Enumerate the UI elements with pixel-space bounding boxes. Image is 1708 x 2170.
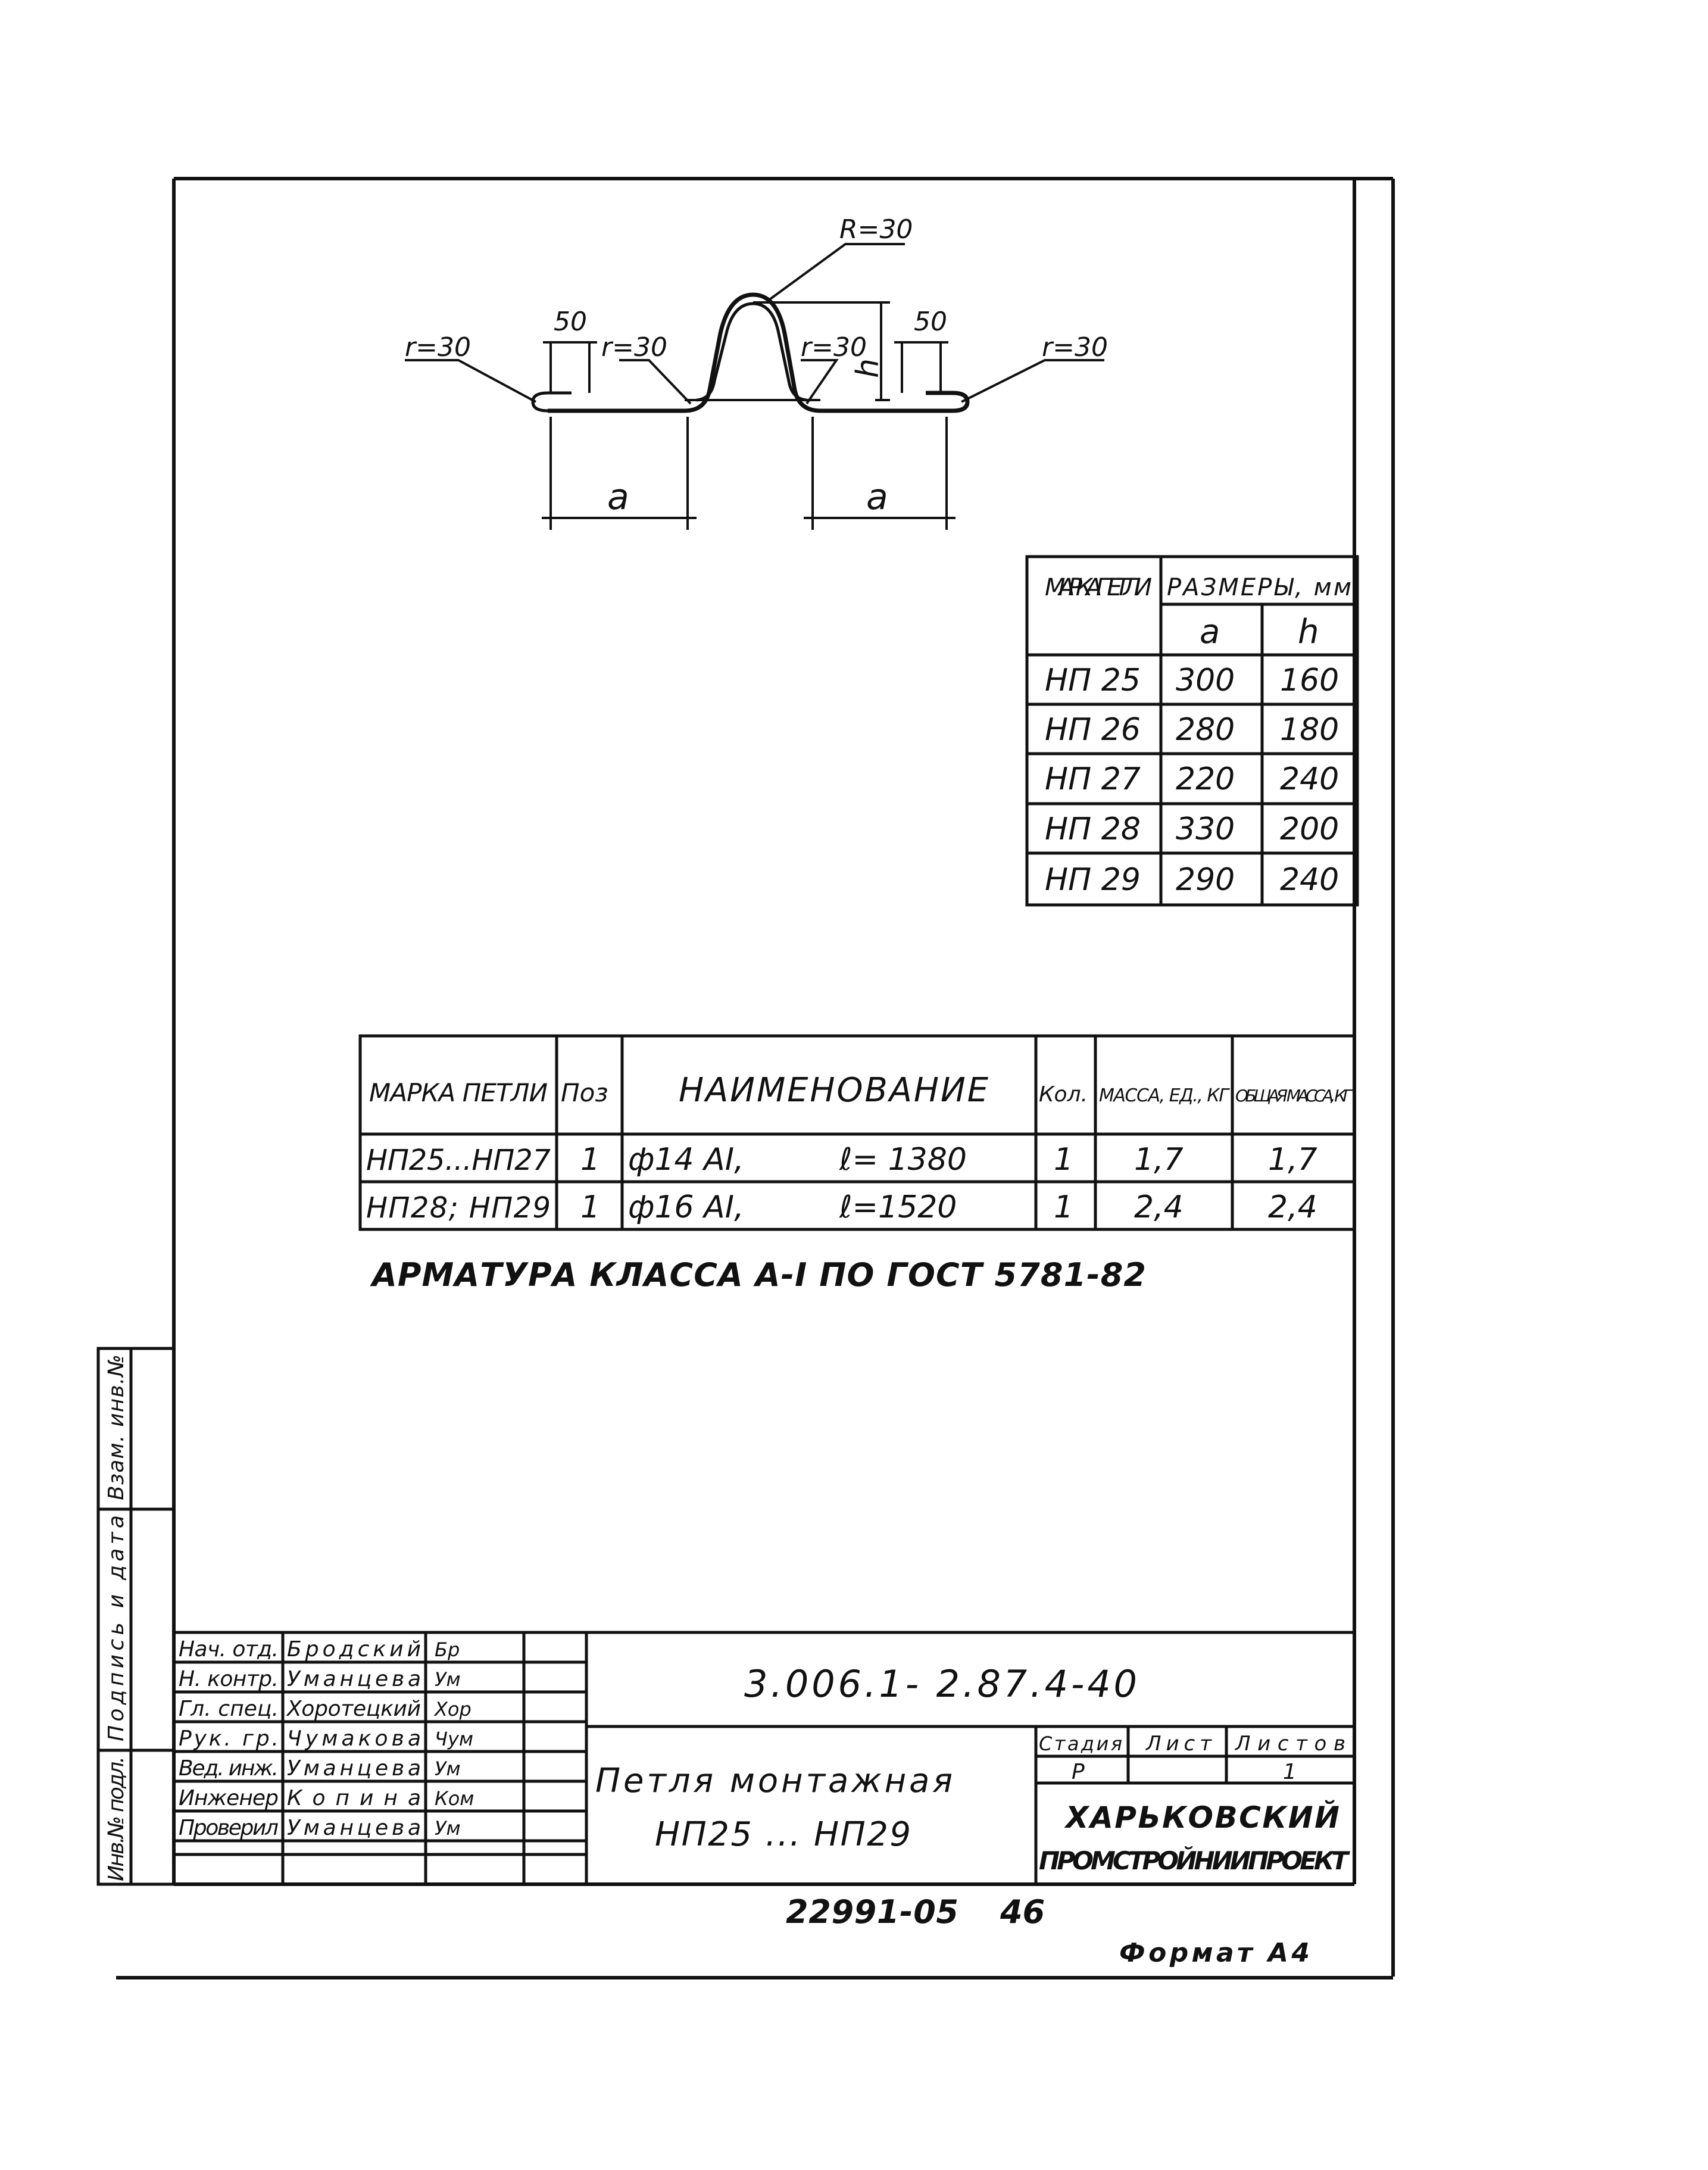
spec-header-mass-unit: МАССА, ЕД., КГ (1099, 1085, 1230, 1106)
side-stamp-vzam: Взам. инв.№ (104, 1354, 129, 1500)
spec-header-mark: МАРКА ПЕТЛИ (369, 1078, 548, 1107)
tb-title-line1: Петля монтажная (595, 1762, 953, 1800)
size-row-h: 160 (1280, 663, 1339, 698)
tb-name: Копина (287, 1786, 421, 1810)
size-row-h: 240 (1280, 862, 1339, 898)
tb-stage: Р (1072, 1760, 1085, 1784)
loop-bar-outer (548, 292, 970, 413)
size-table-col-h: h (1298, 613, 1319, 651)
tb-signature: Бр (435, 1638, 460, 1661)
loop-drawing (405, 243, 1104, 530)
label-r-inner-right: r=30 (801, 332, 867, 363)
size-table-col-a: a (1200, 613, 1220, 651)
side-stamp-podpis: Подпись и дата (104, 1515, 129, 1741)
spec-row-mark: НП28; НП29 (366, 1191, 551, 1225)
spec-row-pos: 1 (580, 1142, 600, 1178)
title-block (174, 1631, 1354, 1884)
tb-name: Уманцева (287, 1667, 421, 1691)
footer-page: 46 (1000, 1893, 1045, 1931)
tb-role: Проверил (179, 1816, 279, 1840)
tb-role: Н. контр. (179, 1667, 279, 1691)
tb-name: Уманцева (287, 1756, 421, 1781)
tb-role: Вед. инж. (179, 1756, 279, 1781)
spec-row-mass-total: 1,7 (1268, 1142, 1317, 1178)
tb-signature: Ком (435, 1787, 474, 1810)
spec-row-name: ф14 АI, (628, 1142, 744, 1178)
label-50-left: 50 (554, 307, 587, 337)
tb-role: Нач. отд. (179, 1637, 279, 1662)
footer-format: Формат А4 (1119, 1938, 1310, 1968)
rebar-note: АРМАТУРА КЛАССА А-I ПО ГОСТ 5781-82 (370, 1256, 1146, 1294)
tb-sheet-label: Лист (1145, 1732, 1212, 1756)
spec-row-mass-unit: 1,7 (1134, 1142, 1184, 1178)
spec-row-length: ℓ= 1380 (839, 1142, 967, 1178)
tb-role: Гл. спец. (179, 1697, 279, 1721)
spec-table (358, 1034, 1356, 1231)
tb-name: Чумакова (287, 1726, 421, 1751)
tb-signature: Ум (435, 1668, 461, 1691)
tb-signature: Ум (435, 1817, 461, 1840)
spec-header-name: НАИМЕНОВАНИЕ (679, 1071, 989, 1110)
label-r-inner-left: r=30 (601, 332, 667, 363)
spec-row-mass-unit: 2,4 (1134, 1189, 1184, 1225)
label-r-top: R=30 (839, 214, 913, 245)
size-row-a: 220 (1176, 761, 1235, 797)
size-row-a: 300 (1176, 663, 1235, 698)
tb-signature: Хор (433, 1698, 472, 1721)
label-a-left: a (607, 476, 629, 518)
size-row-a: 280 (1176, 712, 1235, 748)
tb-sheets: 1 (1283, 1760, 1297, 1784)
spec-row-length: ℓ=1520 (839, 1189, 957, 1225)
footer-number: 22991-05 (786, 1893, 958, 1931)
side-stamp-inv-podl: Инв.№ подл. (104, 1756, 129, 1881)
size-row-mark: НП 27 (1045, 761, 1141, 797)
size-row-mark: НП 29 (1045, 862, 1141, 898)
tb-name: Уманцева (287, 1816, 421, 1840)
tb-role: Рук. гр. (179, 1726, 279, 1751)
size-row-mark: НП 28 (1045, 811, 1141, 847)
spec-row-mark: НП25...НП27 (366, 1144, 551, 1177)
tb-org-line1: ХАРЬКОВСКИЙ (1064, 1800, 1339, 1835)
size-table-header-sizes: РАЗМЕРЫ, мм (1167, 574, 1351, 601)
tb-sheets-label: Листов (1234, 1732, 1345, 1756)
size-row-h: 200 (1280, 811, 1339, 847)
tb-name: Бродский (287, 1637, 421, 1662)
label-r-left: r=30 (405, 332, 471, 363)
spec-row-qty: 1 (1054, 1142, 1073, 1178)
tb-name: Хоротецкий (286, 1697, 421, 1721)
tb-signature: Ум (435, 1757, 461, 1780)
size-row-mark: НП 25 (1045, 663, 1141, 698)
spec-row-pos: 1 (580, 1189, 600, 1225)
size-table (1025, 555, 1359, 907)
size-table-header-mark: МАРКА ПЕТЛИ (1045, 574, 1152, 601)
spec-header-mass-total: ОБЩАЯ МАССА, КГ (1235, 1086, 1353, 1106)
tb-stage-label: Стадия (1039, 1732, 1122, 1755)
label-h: h (850, 358, 886, 378)
label-r-right: r=30 (1042, 332, 1108, 363)
spec-header-pos: Поз (561, 1078, 608, 1107)
tb-title-line2: НП25 ... НП29 (655, 1815, 911, 1854)
size-row-a: 290 (1176, 862, 1235, 898)
spec-row-qty: 1 (1054, 1189, 1073, 1225)
size-row-h: 180 (1280, 712, 1339, 748)
tb-org-line2: ПРОМСТРОЙНИИПРОЕКТ (1039, 1846, 1350, 1875)
spec-row-name: ф16 АI, (628, 1189, 744, 1225)
spec-row-mass-total: 2,4 (1268, 1189, 1317, 1225)
size-row-mark: НП 26 (1045, 712, 1141, 748)
label-a-right: a (866, 476, 888, 518)
size-row-h: 240 (1280, 761, 1339, 797)
tb-role: Инженер (179, 1786, 279, 1810)
label-50-right: 50 (914, 307, 947, 337)
tb-document-code: 3.006.1- 2.87.4-40 (744, 1662, 1137, 1706)
tb-signature: Чум (435, 1728, 473, 1750)
size-row-a: 330 (1176, 811, 1235, 847)
spec-header-qty: Кол. (1039, 1082, 1088, 1107)
side-stamp (96, 1347, 176, 1886)
